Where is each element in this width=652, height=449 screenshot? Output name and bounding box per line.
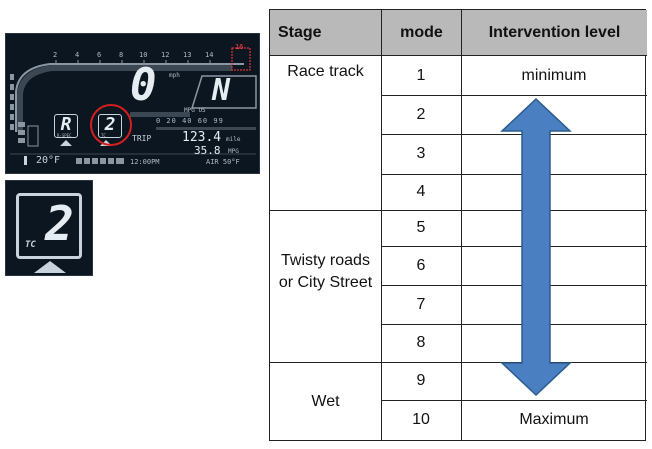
double-arrow-icon bbox=[500, 97, 572, 397]
tc-zoom-digit: 2 bbox=[45, 196, 74, 252]
header-intervention-level: Intervention level bbox=[461, 10, 647, 55]
mode-cell: 7 bbox=[416, 295, 426, 313]
trip-label: TRIP bbox=[132, 134, 152, 143]
stage-wet: Wet bbox=[311, 393, 340, 410]
fuel-gauge-bar bbox=[156, 127, 256, 130]
level-minimum: minimum bbox=[521, 66, 587, 84]
stage-twisty-roads: Twisty roads or City Street bbox=[278, 252, 373, 291]
mode-cell: 4 bbox=[416, 183, 426, 200]
column-divider bbox=[381, 10, 382, 440]
indicator-lamp bbox=[18, 130, 25, 135]
riding-mode-caption: R-SPEC bbox=[57, 133, 72, 138]
mpg-value: 35.8 bbox=[194, 144, 221, 157]
tc-zoom-triangle bbox=[34, 261, 66, 273]
fuel-economy-scale: 0 20 40 60 99 bbox=[156, 117, 224, 125]
riding-mode-letter: R bbox=[60, 114, 72, 135]
tachometer-arc bbox=[15, 63, 244, 132]
mode-cell: 1 bbox=[416, 66, 426, 84]
instrument-cluster-display: 2 4 6 8 10 12 13 14 16 0 mph N MPG US 0 … bbox=[5, 33, 260, 174]
indicator-lamp bbox=[18, 138, 25, 143]
double-arrow-shape bbox=[500, 97, 572, 397]
row-divider bbox=[270, 55, 647, 56]
tc-highlight-circle bbox=[90, 104, 132, 146]
gear-frame bbox=[190, 75, 257, 109]
air-temperature: AIR 50°F bbox=[206, 158, 240, 166]
mode-cell: 8 bbox=[416, 334, 426, 351]
mpg-unit: MPG bbox=[228, 148, 239, 155]
ambient-temperature: 20°F bbox=[36, 155, 61, 166]
tc-zoom-label: TC bbox=[25, 240, 36, 250]
traction-control-zoom: 2 TC bbox=[5, 180, 93, 276]
rpm-label: 13 bbox=[183, 51, 192, 59]
stage-race-track: Race track bbox=[287, 63, 364, 80]
row-divider bbox=[381, 174, 647, 175]
tc-icon-frame: 2 TC bbox=[16, 193, 82, 259]
trip-unit: mile bbox=[226, 136, 241, 143]
bottom-bar-segments bbox=[76, 158, 124, 164]
trip-value: 123.4 bbox=[182, 130, 222, 145]
row-divider bbox=[381, 134, 647, 135]
column-divider bbox=[461, 10, 462, 440]
mode-cell: 6 bbox=[416, 256, 426, 274]
mode-cell: 3 bbox=[416, 145, 426, 162]
row-divider bbox=[381, 95, 647, 96]
rpm-label: 4 bbox=[75, 51, 80, 59]
speed-readout: 0 bbox=[130, 60, 156, 111]
row-divider bbox=[270, 362, 647, 363]
rpm-label: 8 bbox=[119, 51, 124, 59]
mode-cell: 2 bbox=[416, 105, 426, 123]
rpm-label: 12 bbox=[161, 51, 170, 59]
header-mode: mode bbox=[381, 10, 461, 55]
row-divider bbox=[381, 400, 647, 401]
mode-cell: 9 bbox=[416, 372, 426, 389]
riding-mode-indicator: R bbox=[54, 114, 78, 138]
rpm-label: 6 bbox=[97, 51, 102, 59]
fuel-economy-units: MPG US bbox=[184, 107, 206, 114]
rpm-label: 2 bbox=[53, 51, 58, 59]
rpm-label: 10 bbox=[139, 51, 148, 59]
rpm-label: 14 bbox=[205, 51, 214, 59]
traction-control-table: Stage mode Intervention level Race track… bbox=[269, 9, 647, 441]
clock: 12:00PM bbox=[130, 158, 160, 166]
mode-cell: 10 bbox=[412, 411, 430, 428]
row-divider bbox=[381, 324, 647, 325]
row-divider bbox=[381, 246, 647, 247]
mode-select-triangle bbox=[60, 140, 72, 146]
tachometer-track bbox=[17, 65, 232, 132]
header-stage: Stage bbox=[270, 10, 381, 55]
level-maximum: Maximum bbox=[519, 411, 589, 428]
thermometer-icon bbox=[24, 156, 27, 165]
battery-icon bbox=[27, 125, 39, 147]
left-bar-segments bbox=[10, 74, 14, 130]
gear-indicator: N bbox=[212, 73, 231, 108]
indicator-lamp bbox=[18, 122, 25, 127]
row-divider bbox=[381, 285, 647, 286]
speed-unit: mph bbox=[169, 72, 180, 79]
mode-cell: 5 bbox=[416, 219, 426, 236]
rpm-ticks bbox=[55, 60, 211, 63]
speed-underbar bbox=[130, 112, 190, 117]
redline-zone bbox=[231, 47, 251, 71]
cluster-graphics bbox=[10, 47, 257, 165]
rpm-label-redline: 16 bbox=[235, 43, 244, 51]
row-divider bbox=[270, 210, 647, 211]
